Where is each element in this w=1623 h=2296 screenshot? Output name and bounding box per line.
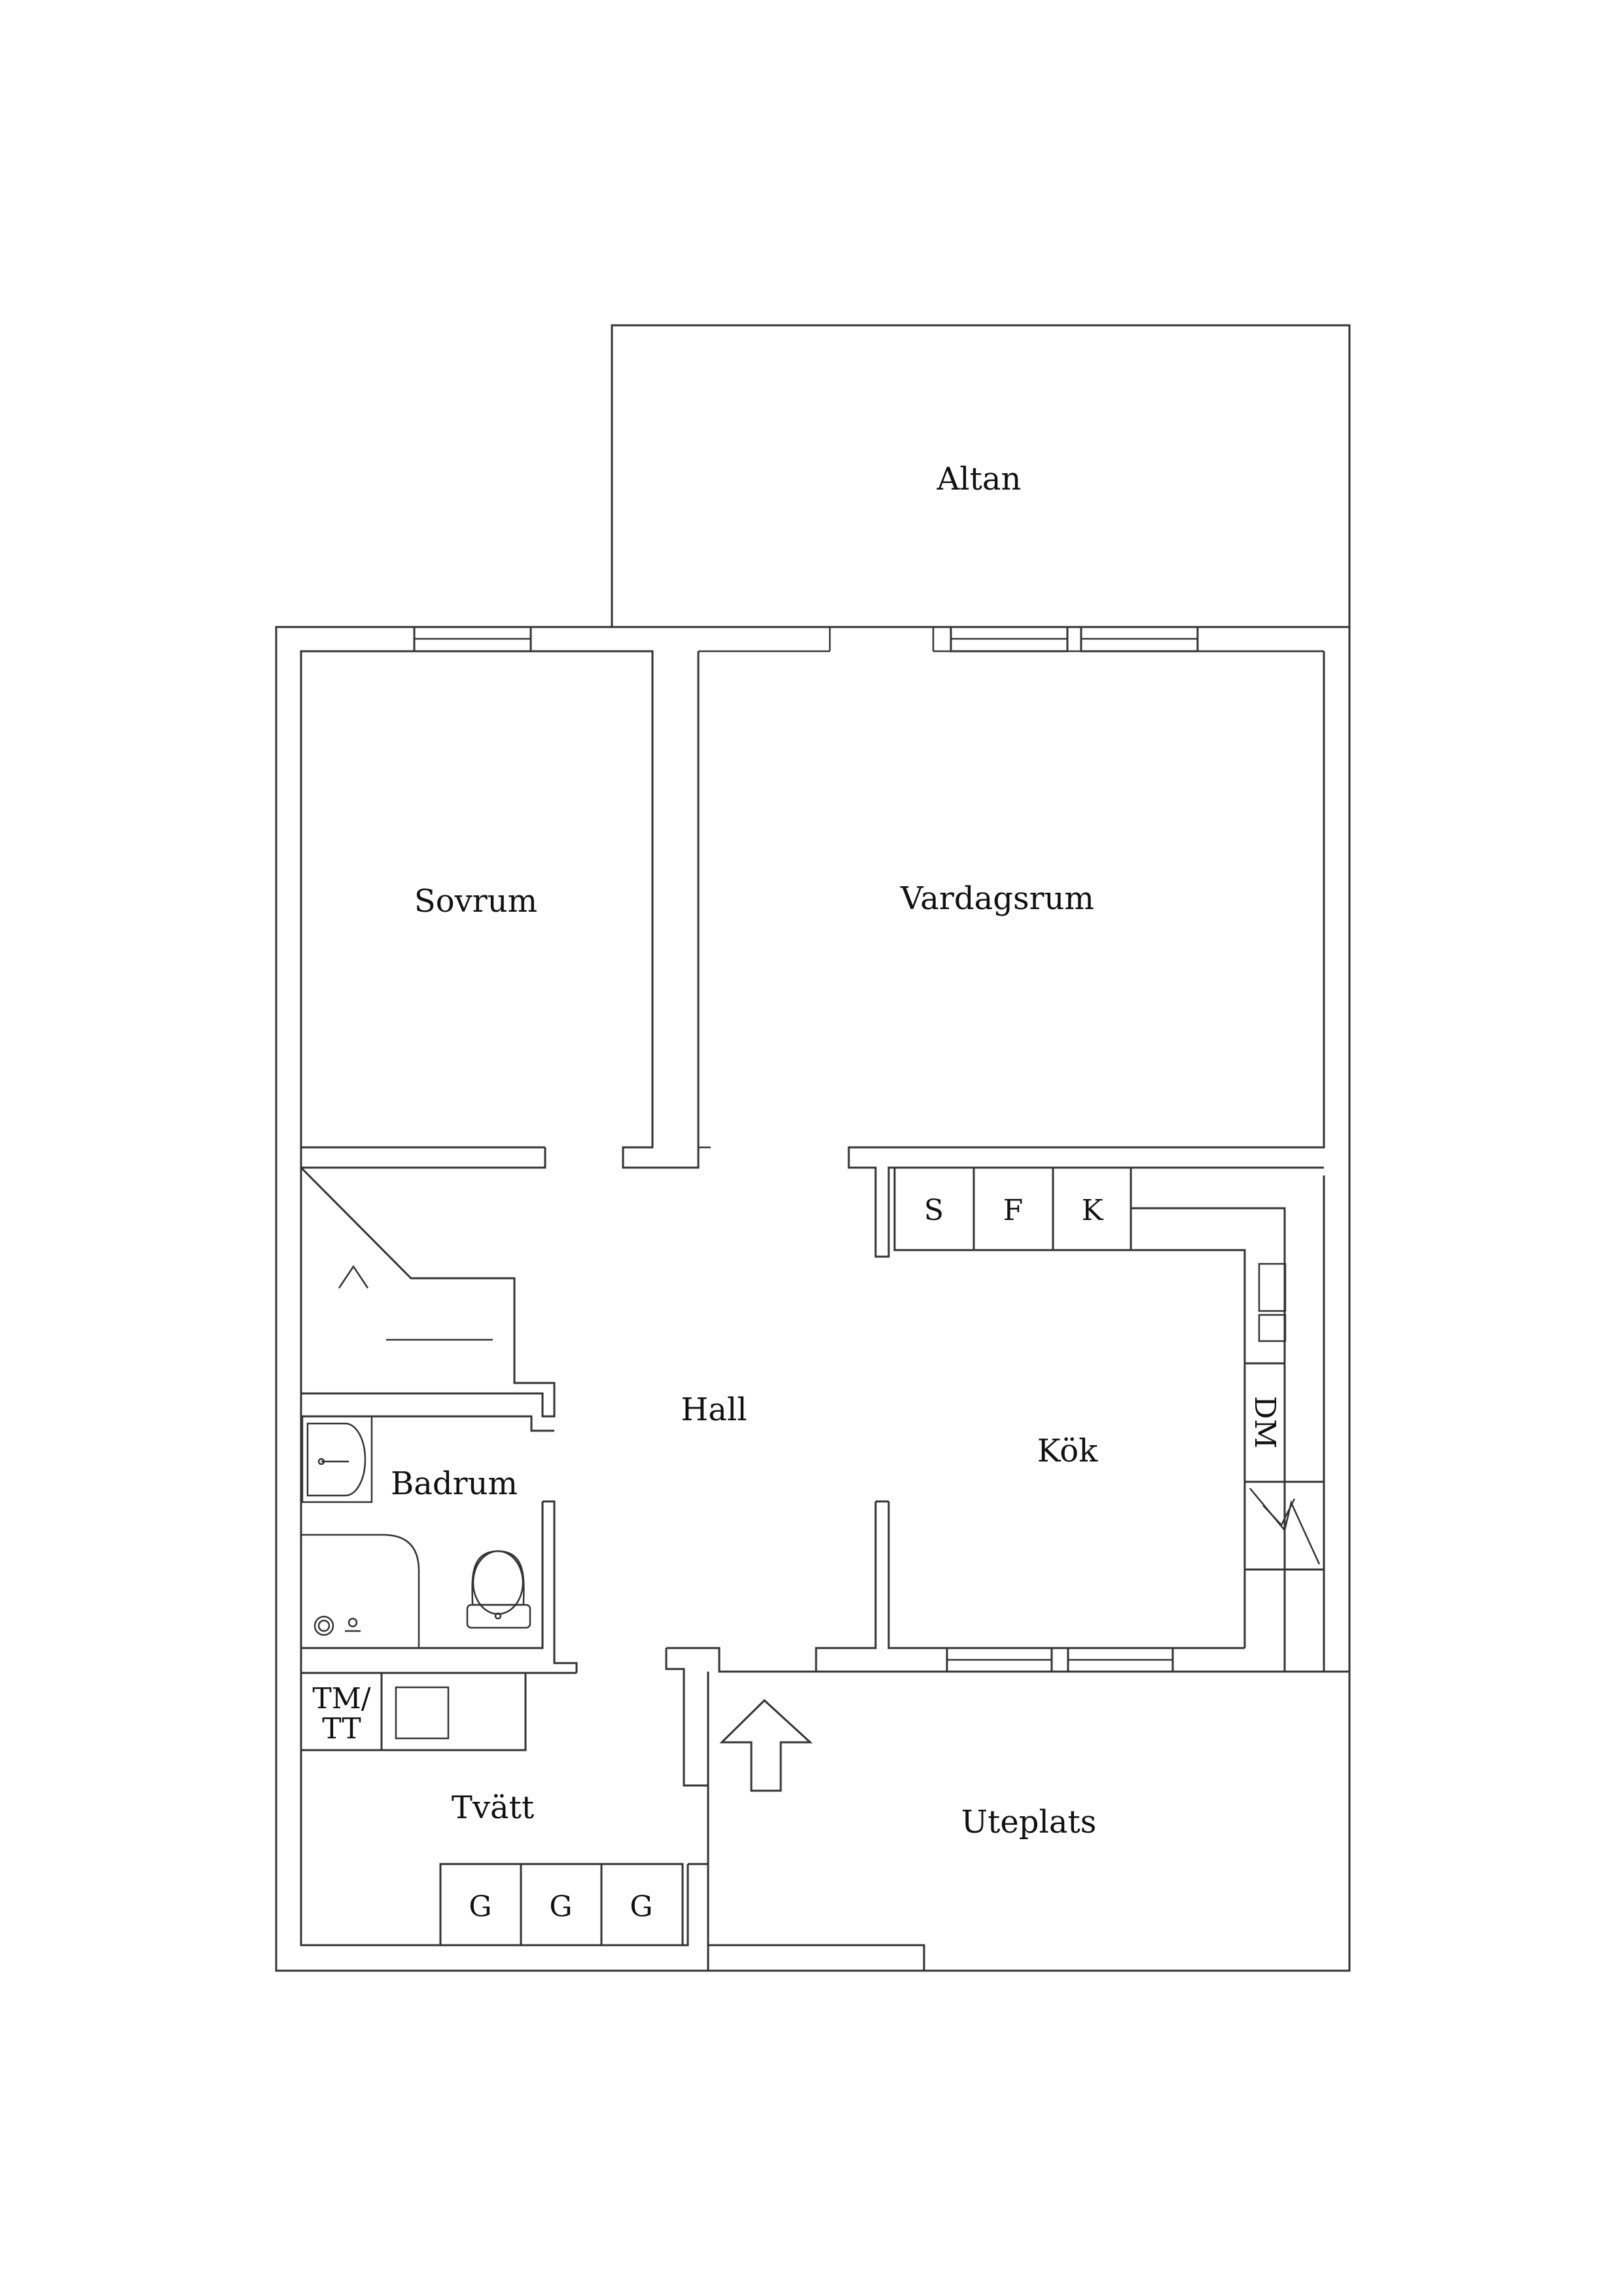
dishwasher: DM [1243,1362,1286,1483]
bathroom-sink-icon [301,1415,373,1503]
kitchen-appliances: S F K [893,1166,1132,1251]
appliance-stove: S [924,1194,944,1227]
washer-label-1: TM/ [312,1682,370,1715]
washer-label-2: TT [322,1712,361,1746]
room-label-sovrum: Sovrum [414,883,537,920]
room-label-hall: Hall [681,1391,747,1428]
washer-dryer: TM/ TT [300,1672,527,1751]
room-label-badrum: Badrum [391,1465,518,1502]
appliance-fridge: F [1003,1194,1024,1227]
shower-tap-icon [313,1615,361,1636]
exterior-wall-inner [300,660,689,1946]
window-vardagsrum-2 [1080,626,1199,653]
stairs-closet-walls [301,1147,546,1169]
wardrobes: G G G [439,1863,684,1946]
kitchen-sink [1258,1263,1287,1342]
wardrobe-2: G [549,1890,572,1924]
badrum-walls [301,1415,554,1432]
exterior-wall-outer [275,626,1351,1972]
electrical-panel-icon [1243,1480,1325,1571]
toilet-icon [466,1550,531,1629]
window-kok-2 [1067,1647,1174,1673]
shower-icon [301,1534,420,1648]
dishwasher-label: DM [1248,1396,1281,1448]
room-label-uteplats: Uteplats [961,1804,1097,1840]
room-label-vardagsrum: Vardagsrum [900,880,1094,917]
room-label-altan: Altan [936,461,1022,497]
kok-walls [815,1501,1285,1673]
window-vardagsrum-1 [950,626,1069,653]
wardrobe-1: G [469,1890,491,1924]
window-kok-1 [946,1647,1053,1673]
window-sovrum [413,626,532,653]
sovrum-walls [300,650,700,1169]
entry-walls [666,1647,816,1673]
room-label-tvatt: Tvätt [452,1789,534,1826]
room-label-kok: Kök [1037,1433,1098,1469]
vardagsrum-walls [847,651,1325,1258]
appliance-freezer: K [1082,1194,1104,1227]
entrance-arrow-icon [719,1698,813,1792]
wardrobe-3: G [630,1890,652,1924]
